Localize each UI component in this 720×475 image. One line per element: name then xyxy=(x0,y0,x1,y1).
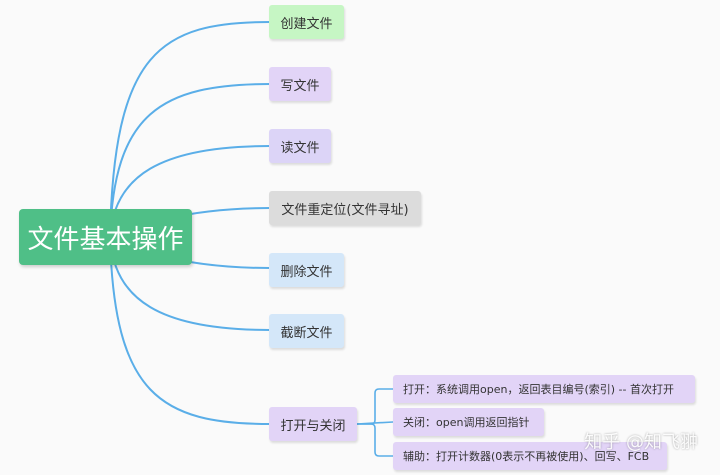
detail-link-open xyxy=(356,388,394,425)
branch-read-file[interactable]: 读文件 xyxy=(269,129,331,163)
root-node[interactable]: 文件基本操作 xyxy=(19,209,192,265)
branch-open-close[interactable]: 打开与关闭 xyxy=(269,407,357,441)
detail-close[interactable]: 关闭：open调用返回指针 xyxy=(393,408,544,436)
branch-truncate-file[interactable]: 截断文件 xyxy=(269,314,344,348)
branch-link-openclose xyxy=(109,236,271,425)
detail-open[interactable]: 打开：系统调用open，返回表目编号(索引) -- 首次打开 xyxy=(393,375,695,403)
detail-link-helper xyxy=(356,423,394,457)
branch-create-file[interactable]: 创建文件 xyxy=(269,5,344,39)
watermark-text: 知乎 @知飞翀 xyxy=(584,432,698,453)
detail-helper[interactable]: 辅助：打开计数器(0表示不再被使用)、回写、FCB xyxy=(393,442,667,470)
branch-delete-file[interactable]: 删除文件 xyxy=(269,253,344,287)
branch-link-write xyxy=(109,83,271,238)
branch-link-create xyxy=(109,21,271,238)
branch-write-file[interactable]: 写文件 xyxy=(269,67,331,101)
branch-seek-file[interactable]: 文件重定位(文件寻址) xyxy=(269,191,421,225)
